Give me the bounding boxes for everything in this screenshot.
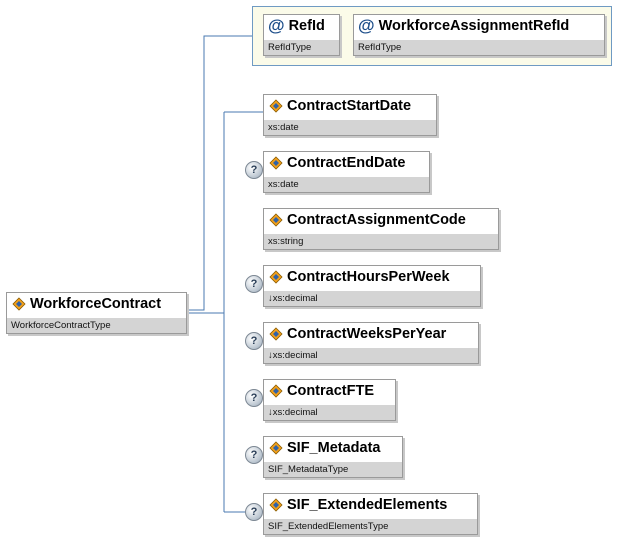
child-element-node-contract-end-date[interactable]: ContractEndDate xs:date	[263, 151, 430, 193]
child-element-name: SIF_Metadata	[287, 439, 381, 456]
element-icon	[12, 296, 26, 311]
optional-icon: ?	[245, 275, 263, 293]
child-element-node-contract-start-date[interactable]: ContractStartDate xs:date	[263, 94, 437, 136]
child-element-name: ContractHoursPerWeek	[287, 268, 450, 285]
element-icon	[269, 98, 283, 113]
attribute-type: RefIdType	[264, 40, 339, 55]
attribute-name: WorkforceAssignmentRefId	[378, 17, 570, 34]
optional-icon: ?	[245, 389, 263, 407]
optional-icon: ?	[245, 446, 263, 464]
child-element-name: ContractWeeksPerYear	[287, 325, 447, 342]
element-icon	[269, 383, 283, 398]
child-element-type: ↓xs:decimal	[264, 291, 480, 306]
child-element-name: ContractStartDate	[287, 97, 412, 114]
root-element-type: WorkforceContractType	[7, 318, 186, 333]
attribute-type: RefIdType	[354, 40, 604, 55]
optional-icon: ?	[245, 332, 263, 350]
attribute-icon: @	[268, 15, 285, 35]
child-element-type: SIF_ExtendedElementsType	[264, 519, 477, 534]
root-element-name: WorkforceContract	[30, 295, 162, 312]
child-element-type: xs:date	[264, 177, 429, 192]
optional-icon: ?	[245, 503, 263, 521]
attribute-node-refid[interactable]: @ RefId RefIdType	[263, 14, 340, 56]
child-element-type: xs:date	[264, 120, 436, 135]
element-icon	[269, 440, 283, 455]
attribute-connector	[187, 35, 252, 311]
element-icon	[269, 269, 283, 284]
element-icon	[269, 497, 283, 512]
child-element-name: ContractAssignmentCode	[287, 211, 466, 228]
element-icon	[269, 155, 283, 170]
child-element-node-contract-hours-per-week[interactable]: ContractHoursPerWeek ↓xs:decimal	[263, 265, 481, 307]
attribute-node-workforce-assignment-refid[interactable]: @ WorkforceAssignmentRefId RefIdType	[353, 14, 605, 56]
child-element-node-contract-weeks-per-year[interactable]: ContractWeeksPerYear ↓xs:decimal	[263, 322, 479, 364]
optional-icon: ?	[245, 161, 263, 179]
attribute-name: RefId	[288, 17, 325, 34]
child-element-name: ContractFTE	[287, 382, 374, 399]
attribute-icon: @	[358, 15, 375, 35]
element-icon	[269, 212, 283, 227]
child-element-type: ↓xs:decimal	[264, 348, 478, 363]
child-element-name: ContractEndDate	[287, 154, 406, 171]
child-element-name: SIF_ExtendedElements	[287, 496, 448, 513]
child-element-type: xs:string	[264, 234, 498, 249]
root-element-node[interactable]: WorkforceContract WorkforceContractType	[6, 292, 187, 334]
child-element-node-contract-fte[interactable]: ContractFTE ↓xs:decimal	[263, 379, 396, 421]
child-element-type: ↓xs:decimal	[264, 405, 395, 420]
attribute-group: @ RefId RefIdType @ WorkforceAssignmentR…	[252, 6, 612, 66]
child-element-type: SIF_MetadataType	[264, 462, 402, 477]
element-icon	[269, 326, 283, 341]
child-element-node-contract-assignment-code[interactable]: ContractAssignmentCode xs:string	[263, 208, 499, 250]
